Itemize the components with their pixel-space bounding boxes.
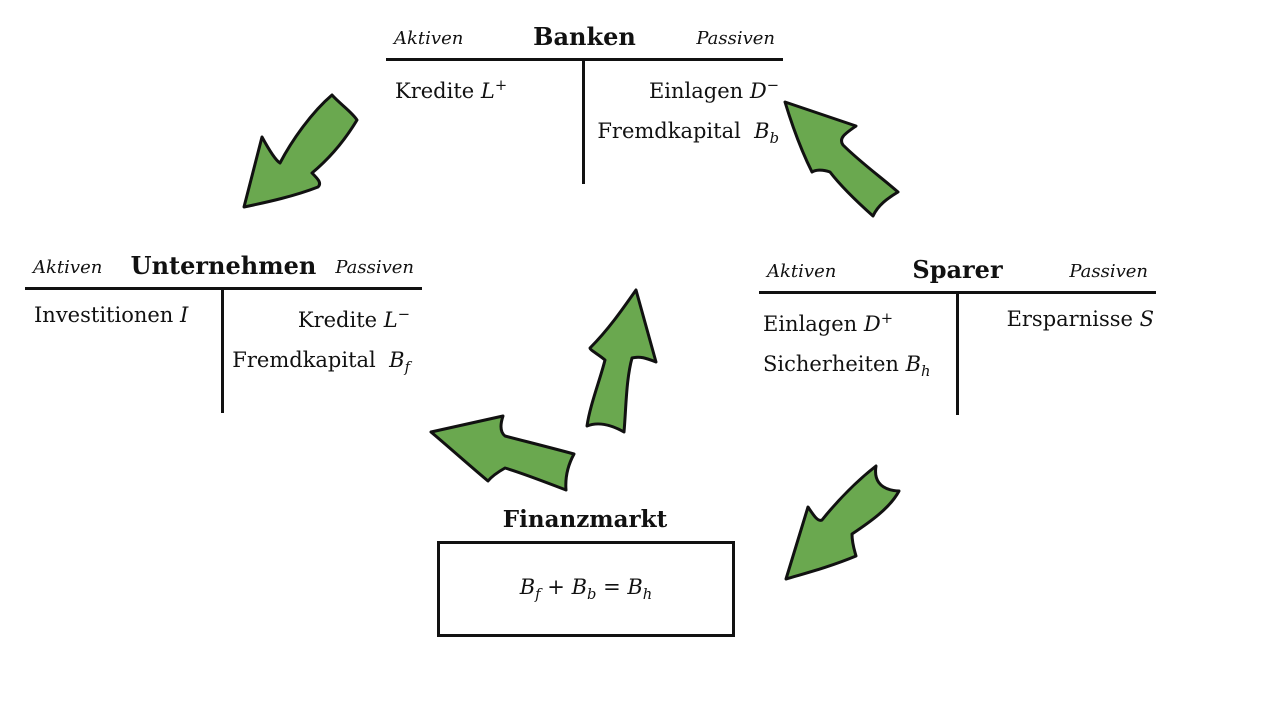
arrow-sparer-to-banken xyxy=(783,100,900,218)
finanzmarkt-box: Bf + Bb = Bh xyxy=(437,541,735,637)
sparer-passiven-label: Passiven xyxy=(1069,261,1148,282)
banken-passiva-item: Einlagen D− xyxy=(648,77,779,103)
unternehmen-header: Aktiven Unternehmen Passiven xyxy=(25,251,422,287)
unternehmen-aktiva-item: Investitionen I xyxy=(34,303,189,327)
sparer-vertical-rule xyxy=(956,291,959,415)
sparer-passiva-item: Ersparnisse S xyxy=(1006,307,1154,331)
sparer-aktiven-label: Aktiven xyxy=(767,261,837,282)
finanzmarkt-equation: Bf + Bb = Bh xyxy=(519,574,653,604)
sparer-aktiva-item: Einlagen D+ xyxy=(763,310,894,336)
arrow-banken-to-unternehmen xyxy=(242,93,359,209)
unternehmen-passiven-label: Passiven xyxy=(335,257,414,278)
banken-aktiven-label: Aktiven xyxy=(394,28,464,49)
unternehmen-passiva-item: Kredite L− xyxy=(297,306,410,332)
banken-passiven-label: Passiven xyxy=(696,28,775,49)
sparer-header: Aktiven Sparer Passiven xyxy=(759,255,1156,291)
banken-title: Banken xyxy=(533,22,636,51)
banken-passiva: Einlagen D− Fremdkapital Bb xyxy=(597,66,779,159)
unternehmen-title: Unternehmen xyxy=(130,251,317,280)
banken-account: Aktiven Banken Passiven Kredite L+ Einla… xyxy=(386,22,783,184)
finanzmarkt-title: Finanzmarkt xyxy=(502,506,668,533)
sparer-aktiva: Einlagen D+ Sicherheiten Bh xyxy=(763,299,931,392)
sparer-title: Sparer xyxy=(912,255,1003,284)
banken-vertical-rule xyxy=(582,58,585,184)
unternehmen-aktiven-label: Aktiven xyxy=(33,257,103,278)
arrow-sparer-to-finanzmarkt xyxy=(784,464,901,581)
banken-aktiva-item: Kredite L+ xyxy=(395,77,508,103)
unternehmen-account: Aktiven Unternehmen Passiven Investition… xyxy=(25,251,422,413)
sparer-passiva: Ersparnisse S xyxy=(1007,299,1154,339)
arrow-finanzmarkt-to-banken xyxy=(585,288,658,434)
unternehmen-passiva: Kredite L− Fremdkapital Bf xyxy=(232,295,410,388)
unternehmen-passiva-item: Fremdkapital Bf xyxy=(232,348,410,377)
banken-passiva-item: Fremdkapital Bb xyxy=(597,119,779,148)
unternehmen-aktiva: Investitionen I xyxy=(34,295,188,335)
sparer-account: Aktiven Sparer Passiven Einlagen D+ Sich… xyxy=(759,255,1156,417)
unternehmen-vertical-rule xyxy=(221,287,224,413)
sparer-aktiva-item: Sicherheiten Bh xyxy=(763,352,931,381)
banken-header: Aktiven Banken Passiven xyxy=(386,22,783,58)
arrow-finanzmarkt-to-unternehmen xyxy=(429,414,576,492)
banken-aktiva: Kredite L+ xyxy=(395,66,507,111)
